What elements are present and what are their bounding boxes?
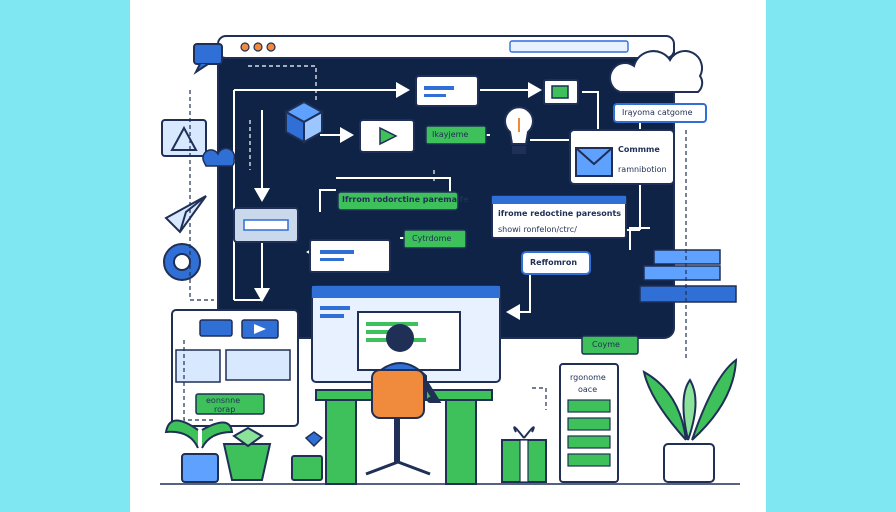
paper-plane-icon: [164, 195, 207, 234]
small-window-tile: [543, 79, 579, 105]
stacked-layers: [639, 249, 737, 303]
doc-tile-mid: [309, 239, 391, 273]
file-cabinet-icon: [559, 363, 619, 483]
chair: [365, 369, 431, 476]
green-tag-3-label: Coyme: [592, 340, 620, 349]
green-box-icon: [222, 426, 272, 481]
green-tag-2-label: Cytrdome: [412, 234, 452, 243]
illustration-canvas: Irąyoma catgome Ikayjeme Commme ramnibot…: [130, 0, 766, 512]
play-icon: [359, 119, 415, 153]
cabinet-title: rgonome: [570, 373, 606, 382]
green-tag-1: [425, 125, 487, 145]
plant-icon-right: [642, 357, 738, 483]
cabinet-subtitle: oace: [578, 385, 598, 394]
green-banner: [337, 191, 459, 211]
chat-bubble-icon: [193, 43, 223, 75]
gift-icon: [501, 426, 547, 483]
green-tag-2: [403, 229, 467, 249]
cloud-small-icon: [202, 147, 236, 167]
plant-icon-left: [164, 419, 234, 483]
gear-icon: [163, 243, 201, 281]
window-dot-1: [240, 42, 250, 52]
reform-button: [521, 251, 591, 275]
redirect-panel-title: ifrome redoctine paresonts: [498, 209, 622, 218]
left-tag-line2: rorap: [214, 405, 236, 414]
green-tag-1-label: Ikayjeme: [432, 130, 469, 139]
lightbulb-icon: [504, 106, 534, 154]
gray-tile: [233, 207, 299, 243]
left-tag-line1: eonsnne: [206, 396, 241, 405]
top-right-tag-label: Irąyoma catgome: [622, 108, 693, 117]
cube-icon: [283, 100, 325, 144]
window-dot-2: [253, 42, 263, 52]
left-card: [171, 309, 299, 427]
doc-tile-top: [415, 75, 479, 107]
envelope-card: [569, 129, 675, 185]
card-title: Commme: [618, 145, 660, 154]
redirect-panel: [491, 195, 627, 239]
window-dot-3: [266, 42, 276, 52]
folder-icon: [291, 431, 324, 481]
triangle-icon: [161, 119, 207, 157]
cloud-icon: [609, 50, 704, 93]
address-bar: [509, 40, 629, 53]
top-right-tag: [613, 103, 707, 123]
reform-button-label: Reffomron: [530, 258, 578, 267]
card-subtitle: ramnibotion: [618, 165, 667, 174]
green-tag-3: [581, 335, 639, 355]
redirect-panel-subtitle: showi ronfelon/ctrc/: [498, 225, 577, 234]
green-banner-label: Ifrrom rodorctine paremalfe: [342, 195, 469, 204]
